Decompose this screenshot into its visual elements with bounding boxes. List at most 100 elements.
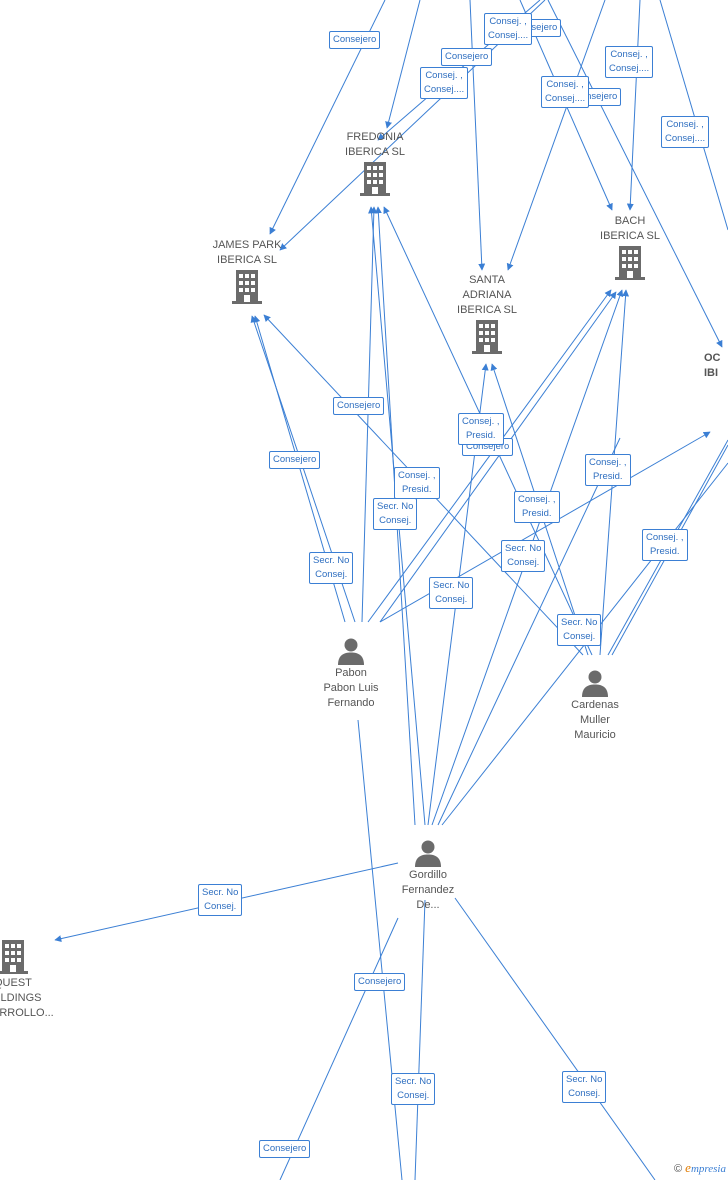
relation-label[interactable]: Consej. ,Consej.... bbox=[605, 46, 654, 78]
building-icon bbox=[615, 246, 645, 280]
connector-line bbox=[367, 289, 612, 623]
relation-label-line: Secr. No bbox=[313, 555, 350, 566]
relation-label[interactable]: Consejero bbox=[441, 48, 493, 66]
person-name-line: Fernandez bbox=[401, 884, 455, 896]
company-node[interactable]: OC IBI bbox=[704, 351, 728, 381]
relation-label-line: Consejero bbox=[466, 441, 510, 452]
building-icon bbox=[0, 940, 28, 974]
person-node[interactable]: Gordillo Fernandez De... bbox=[388, 838, 468, 913]
relation-label[interactable]: Secr. No Consej. bbox=[557, 614, 602, 646]
company-node[interactable]: FREDONIA IBERICA SL bbox=[330, 130, 420, 198]
relation-label-line: Consej. , bbox=[489, 16, 527, 27]
relation-label-line: Presid. bbox=[521, 508, 552, 519]
relation-label-line: Consej. bbox=[397, 1090, 430, 1101]
connector-line bbox=[626, 0, 641, 211]
connector-line bbox=[547, 0, 723, 348]
relation-label[interactable]: Secr. No Consej. bbox=[391, 1073, 436, 1105]
connector-line bbox=[454, 897, 656, 1180]
relation-label[interactable]: Secr. No Consej. bbox=[562, 1071, 607, 1103]
company-name-line: IBERICA SL bbox=[600, 230, 660, 242]
company-node[interactable]: SANTA ADRIANA IBERICA SL bbox=[442, 273, 532, 356]
relation-label-line: Consej. bbox=[315, 569, 348, 580]
relation-label-line: Consejero bbox=[514, 22, 558, 33]
relation-label[interactable]: Consej. , Consej.... bbox=[661, 116, 710, 148]
relation-label-line: Consejero bbox=[273, 454, 317, 465]
relation-label-line: Presid. bbox=[465, 430, 496, 441]
relation-label-line: Consejero bbox=[263, 1143, 307, 1154]
relation-label[interactable]: Consej. , Presid. bbox=[642, 529, 688, 561]
brand-name: mpresia bbox=[690, 1163, 726, 1175]
relation-label-line: Consej. bbox=[568, 1088, 601, 1099]
relation-label[interactable]: Consej. ,Consej.... bbox=[484, 13, 533, 45]
relation-label[interactable]: Secr. No Consej. bbox=[429, 577, 474, 609]
relation-label-line: Secr. No bbox=[561, 617, 598, 628]
person-name-line: Fernando bbox=[327, 697, 375, 709]
relation-label-line: Consejero bbox=[574, 91, 618, 102]
connector-line bbox=[659, 0, 728, 231]
relation-label-line: Consej.... bbox=[665, 133, 706, 144]
building-icon bbox=[360, 162, 390, 196]
building-icon bbox=[232, 270, 262, 304]
company-node[interactable]: BACH IBERICA SL bbox=[585, 214, 675, 282]
company-name-line: OC bbox=[704, 352, 721, 364]
company-node[interactable]: JAMES PARK IBERICA SL bbox=[202, 238, 292, 306]
relation-label-line: Secr. No bbox=[505, 543, 542, 554]
relation-label-line: Secr. No bbox=[395, 1076, 432, 1087]
relation-label-line: Consejero bbox=[445, 51, 489, 62]
relation-label-line: Presid. bbox=[649, 546, 680, 557]
company-name-line: BACH bbox=[614, 215, 646, 227]
connector-line bbox=[437, 437, 621, 826]
company-node[interactable]: QUEST OLDINGS ARROLLO... bbox=[0, 938, 62, 1021]
person-node[interactable]: Pabon Pabon Luis Fernando bbox=[311, 636, 391, 711]
relation-label[interactable]: Consej. , Presid. bbox=[514, 491, 560, 523]
company-name-line: QUEST bbox=[0, 977, 32, 989]
relation-label-line: Consej. bbox=[563, 631, 596, 642]
person-name-line: Cardenas bbox=[571, 699, 619, 711]
person-name-line: Mauricio bbox=[574, 729, 616, 741]
relation-label-line: Secr. No bbox=[566, 1074, 603, 1085]
relation-label[interactable]: Consejero bbox=[333, 397, 385, 415]
relation-label[interactable]: Secr. No Consej. bbox=[309, 552, 354, 584]
connector-line bbox=[414, 899, 426, 1180]
person-icon bbox=[338, 638, 364, 665]
person-node[interactable]: Cardenas Muller Mauricio bbox=[555, 668, 635, 743]
person-icon bbox=[582, 670, 608, 697]
relation-label-line: Consej.... bbox=[609, 63, 650, 74]
relation-label-line: Consej.... bbox=[545, 93, 586, 104]
company-name-line: OLDINGS bbox=[0, 992, 42, 1004]
person-icon bbox=[415, 840, 441, 867]
copyright-symbol: © bbox=[674, 1163, 683, 1175]
relation-label-line: Consej. , bbox=[666, 119, 704, 130]
relation-label[interactable]: Consejero bbox=[354, 973, 406, 991]
company-name-line: ADRIANA bbox=[462, 289, 512, 301]
relation-label-line: Consej. bbox=[379, 515, 412, 526]
company-name-line: IBERICA SL bbox=[345, 146, 405, 158]
connector-line bbox=[506, 0, 606, 271]
relation-label-line: Secr. No bbox=[433, 580, 470, 591]
relation-label[interactable]: Consejero bbox=[269, 451, 321, 469]
relation-label-line: Consej. , bbox=[462, 416, 500, 427]
relation-label[interactable]: Consej. ,Consej.... bbox=[541, 76, 590, 108]
brand-initial: e bbox=[685, 1160, 691, 1175]
relation-label-line: Secr. No bbox=[202, 887, 239, 898]
relation-label-line: Consej. , bbox=[646, 532, 684, 543]
relation-label[interactable]: Consej. ,Presid. bbox=[394, 467, 440, 499]
company-name-line: IBERICA SL bbox=[217, 254, 277, 266]
relation-label-line: Consejero bbox=[333, 34, 377, 45]
relation-label-line: Consej. bbox=[435, 594, 468, 605]
relation-label[interactable]: Consej. ,Consej.... bbox=[420, 67, 469, 99]
relation-label-line: Consej. , bbox=[518, 494, 556, 505]
relation-label[interactable]: Consejero bbox=[329, 31, 381, 49]
company-name-line: IBERICA SL bbox=[457, 304, 517, 316]
connector-line bbox=[279, 917, 399, 1180]
relation-label[interactable]: Consejero bbox=[259, 1140, 311, 1158]
relation-label[interactable]: Consej. ,Presid. bbox=[585, 454, 631, 486]
company-name-line: JAMES PARK bbox=[212, 239, 282, 251]
relation-label-line: Consej.... bbox=[424, 84, 465, 95]
person-name-line: Gordillo bbox=[409, 869, 447, 881]
relation-label[interactable]: Consej. , Presid. bbox=[458, 413, 504, 445]
